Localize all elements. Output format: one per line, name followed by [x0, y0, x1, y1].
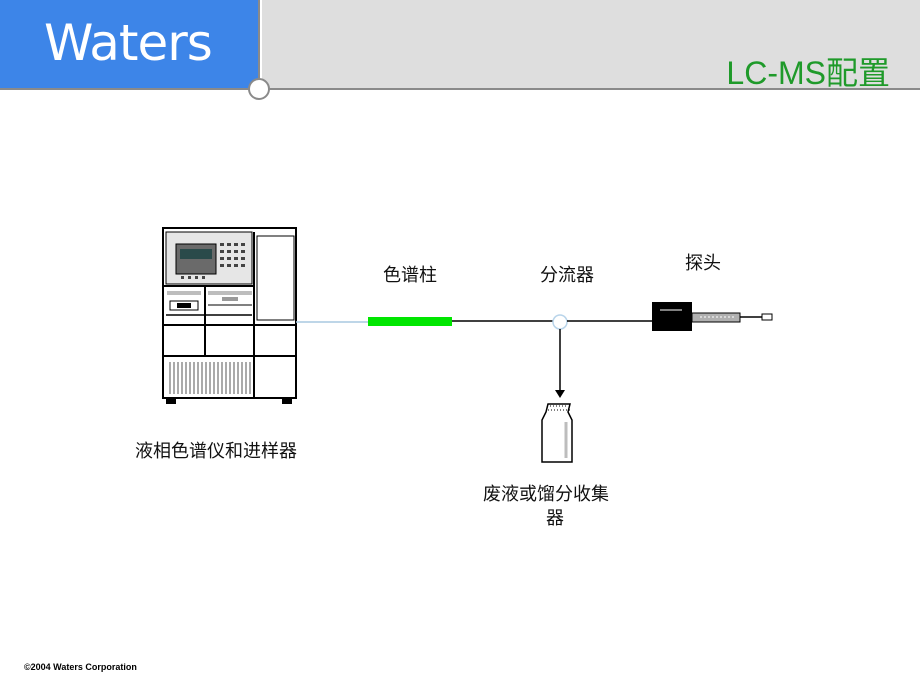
- waters-logo-box: Waters: [0, 0, 258, 88]
- waste-label-line2: 器: [546, 508, 564, 529]
- splitter-icon: [552, 314, 568, 330]
- lc-label: 液相色谱仪和进样器: [135, 441, 297, 462]
- waste-bottle-icon: [541, 403, 573, 463]
- probe-label: 探头: [685, 253, 721, 274]
- waste-flow-arrow: [555, 329, 565, 398]
- header-rule: [0, 88, 920, 90]
- slide-title: LC-MS配置: [726, 55, 890, 91]
- column-label: 色谱柱: [383, 265, 437, 286]
- splitter-label: 分流器: [540, 265, 594, 286]
- column-icon: [368, 317, 452, 326]
- probe-icon: [652, 302, 773, 331]
- title-band: LC-MS配置: [262, 0, 920, 91]
- waters-logo: Waters: [44, 14, 213, 72]
- header-ornament-circle: [248, 78, 270, 100]
- slide-header: Waters LC-MS配置: [0, 0, 920, 92]
- lc-instrument-icon: [162, 227, 297, 404]
- copyright-footer: ©2004 Waters Corporation: [24, 662, 137, 672]
- waste-label-line1: 废液或馏分收集: [483, 484, 609, 505]
